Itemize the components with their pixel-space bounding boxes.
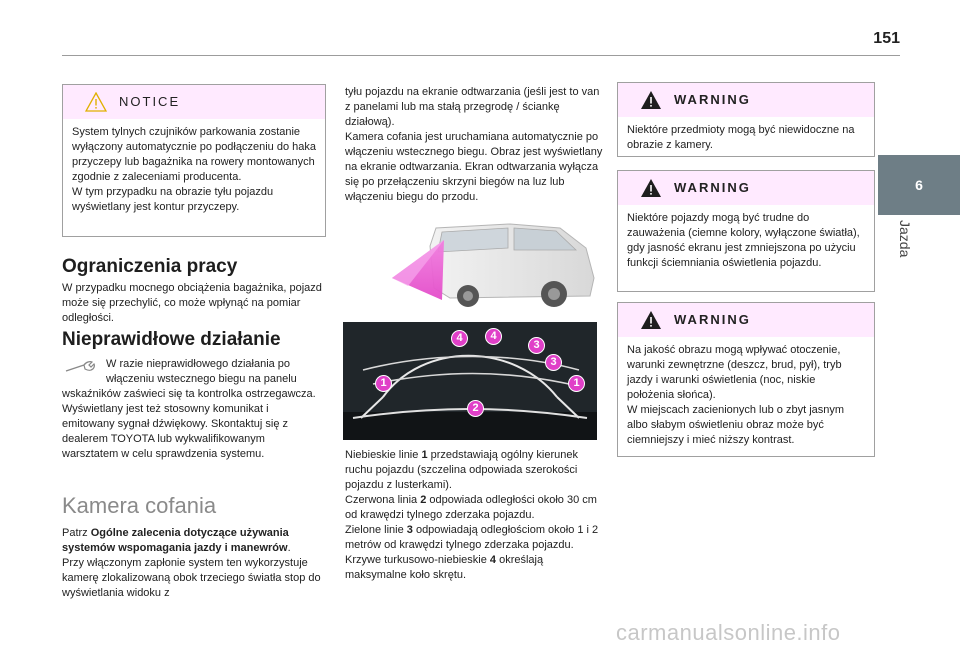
caption-line: Czerwona linia 2 odpowiada odległości ok… [345,494,597,521]
notice-box: NOTICE System tylnych czujników parkowan… [62,84,326,237]
diagram-marker-3: 3 [545,354,562,371]
diagram-marker-4: 4 [451,330,468,347]
car-illustration [390,218,600,310]
diagram-caption: Niebieskie linie 1 przedstawiają ogólny … [345,448,603,583]
limits-heading: Ograniczenia pracy [62,256,238,277]
notice-triangle-icon [85,92,107,112]
car-drawing [392,223,595,307]
warning-box-3: WARNING Na jakość obrazu mogą wpływać ot… [617,302,875,457]
limits-text: W przypadku mocnego obciążenia bagażnika… [62,282,322,324]
camera-text-pre: Patrz [62,527,91,539]
malfunction-text-first: W razie nieprawidłowego działania po włą… [106,358,297,385]
chapter-label: Jazda [897,220,913,258]
chapter-tab[interactable]: 6 [878,155,960,215]
caption-line: Zielone linie 3 odpowiadają odległościom… [345,524,599,551]
diagram-marker-3: 3 [528,337,545,354]
watermark: carmanualsonline.info [616,620,841,645]
notice-header: NOTICE [63,85,325,119]
diagram-marker-1: 1 [375,375,392,392]
warning-text-2: Niektóre pojazdy mogą być trudne do zauw… [627,212,860,269]
header-rule [62,55,900,56]
wrench-icon [65,361,95,372]
malfunction-heading: Nieprawidłowe działanie [62,329,281,350]
notice-text: System tylnych czujników parkowania zost… [72,126,316,213]
warning-header-1: WARNING [618,83,874,117]
warning-box-2: WARNING Niektóre pojazdy mogą być trudne… [617,170,875,292]
warning-header-2: WARNING [618,171,874,205]
caption-line: Krzywe turkusowo-niebieskie 4 określają … [345,554,544,581]
page-number: 151 [873,30,900,47]
warning-box-1: WARNING Niektóre przedmioty mogą być nie… [617,82,875,157]
warning-title-1: WARNING [674,92,751,107]
camera-text-link[interactable]: Ogólne zalecenia dotyczące używania syst… [62,527,289,554]
warning-triangle-icon [641,91,661,109]
warning-title-2: WARNING [674,180,751,195]
notice-title: NOTICE [119,94,181,109]
camera-heading: Kamera cofania [62,493,217,518]
warning-title-3: WARNING [674,312,751,327]
camera-text: Patrz Ogólne zalecenia dotyczące używani… [62,526,326,601]
warning-text-1: Niektóre przedmioty mogą być niewidoczne… [627,124,855,151]
warning-header-3: WARNING [618,303,874,337]
malfunction-text-rest: wskaźników zaświeci się ta kontrolka ost… [62,388,316,460]
warning-triangle-icon [641,311,661,329]
diagram-marker-2: 2 [467,400,484,417]
camera-text-post: . Przy włączonym zapłonie system ten wyk… [62,542,321,599]
diagram-marker-1: 1 [568,375,585,392]
caption-line: Niebieskie linie 1 przedstawiają ogólny … [345,449,578,491]
warning-text-3: Na jakość obrazu mogą wpływać otoczenie,… [627,344,845,446]
diagram-marker-4: 4 [485,328,502,345]
warning-triangle-icon [641,179,661,197]
middle-top-text: tyłu pojazdu na ekranie odtwarzania (jeś… [345,86,603,203]
